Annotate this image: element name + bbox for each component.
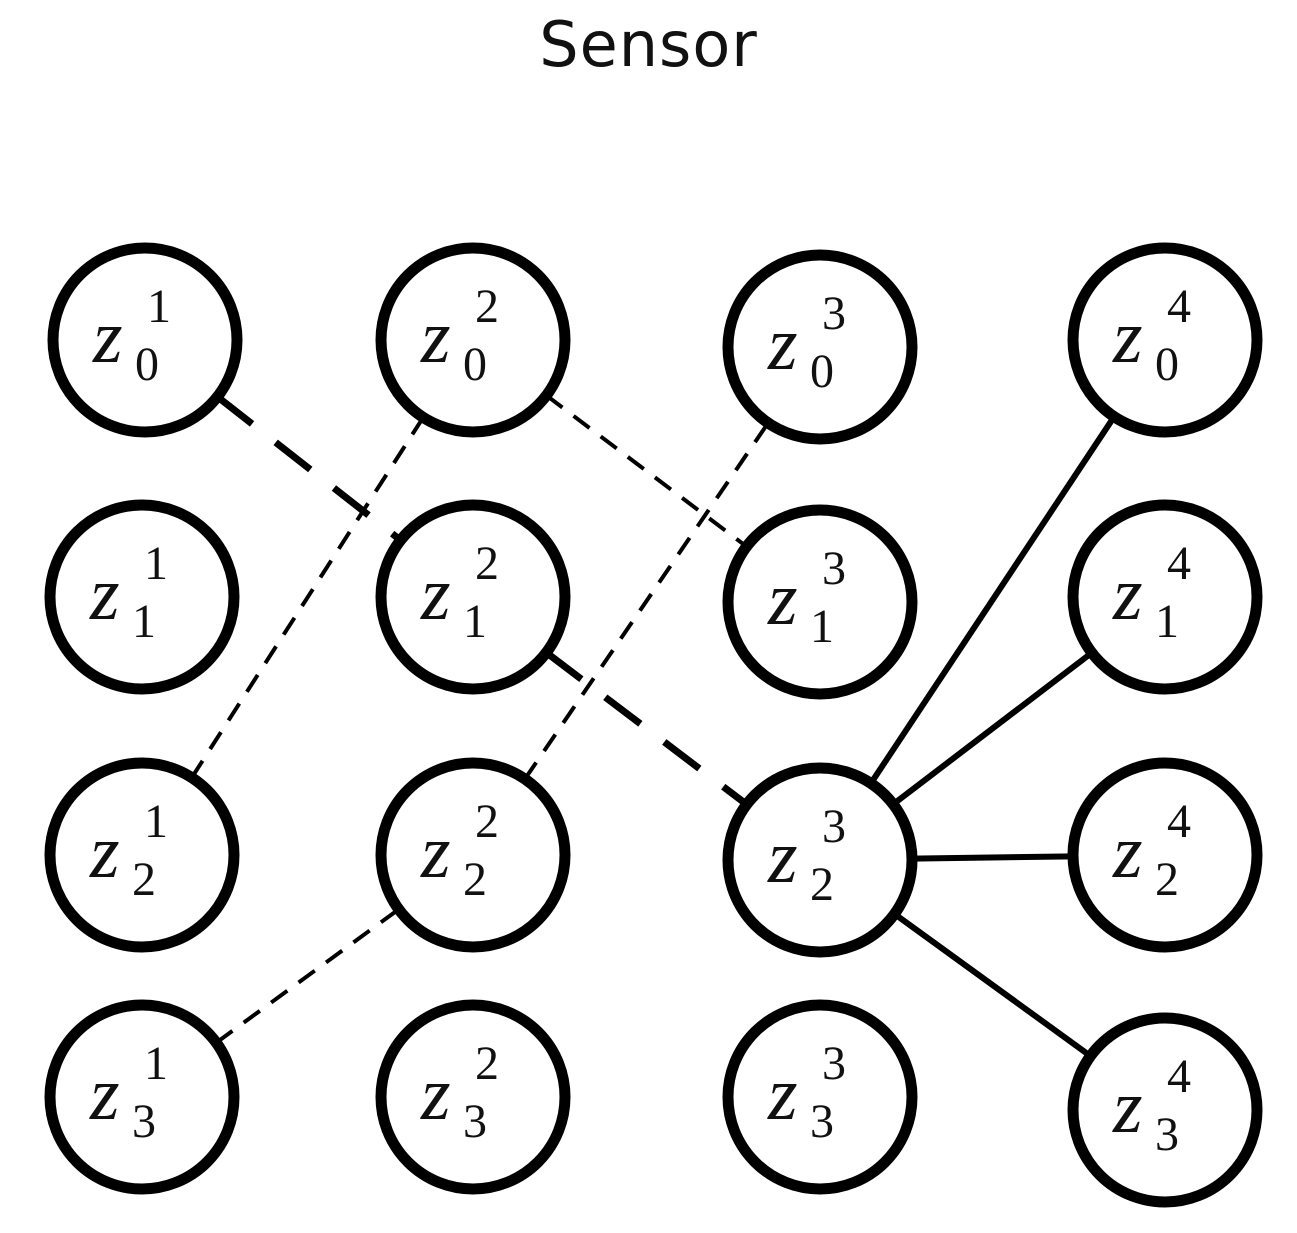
node-superscript: 2: [475, 1037, 499, 1090]
node-circle: [722, 762, 918, 958]
node-subscript: 1: [1155, 595, 1179, 648]
node-circle: [722, 504, 918, 700]
node-variable: z: [1112, 295, 1143, 379]
node-circle: [47, 242, 243, 438]
node-subscript: 2: [463, 853, 487, 906]
edges-layer: [190, 393, 1117, 1059]
node-variable: z: [767, 302, 798, 386]
node-superscript: 4: [1167, 795, 1191, 848]
node-circle: [1067, 242, 1263, 438]
node-subscript: 3: [463, 1095, 487, 1148]
node-superscript: 3: [822, 542, 846, 595]
edge-z2-1-to-z0-2: [190, 416, 425, 779]
node-variable: z: [420, 552, 451, 636]
node-circle: [44, 999, 240, 1195]
node-circle: [375, 499, 571, 695]
node-superscript: 3: [822, 800, 846, 853]
node-variable: z: [89, 810, 120, 894]
node-superscript: 1: [144, 795, 168, 848]
edge-z0-2-to-z1-3: [545, 393, 748, 549]
node-superscript: 4: [1167, 280, 1191, 333]
node-variable: z: [767, 815, 798, 899]
node-variable: z: [767, 557, 798, 641]
edge-z1-2-to-z2-3: [544, 649, 749, 808]
node-variable: z: [767, 1052, 798, 1136]
node-circle: [44, 757, 240, 953]
node-superscript: 3: [822, 287, 846, 340]
node-superscript: 1: [144, 537, 168, 590]
edge-z3-1-to-z2-2: [215, 907, 400, 1045]
node-variable: z: [89, 1052, 120, 1136]
node-subscript: 1: [463, 595, 487, 648]
node-superscript: 2: [475, 795, 499, 848]
node-subscript: 2: [1155, 853, 1179, 906]
node-superscript: 2: [475, 280, 499, 333]
edge-z2-3-to-z2-4: [911, 853, 1074, 862]
node-variable: z: [89, 552, 120, 636]
node-circle: [722, 249, 918, 445]
node-circle: [375, 999, 571, 1195]
node-circle: [1067, 757, 1263, 953]
edge-z2-3-to-z1-4: [891, 650, 1094, 807]
node-variable: z: [1112, 810, 1143, 894]
node-circle: [375, 242, 571, 438]
edge-z2-3-to-z3-4: [892, 911, 1093, 1059]
node-subscript: 2: [810, 858, 834, 911]
node-superscript: 4: [1167, 1050, 1191, 1103]
node-subscript: 1: [810, 600, 834, 653]
edge-z2-2-to-z0-3: [523, 421, 770, 781]
node-subscript: 0: [810, 345, 834, 398]
node-subscript: 0: [135, 338, 159, 391]
node-circle: [375, 757, 571, 953]
node-superscript: 2: [475, 537, 499, 590]
node-variable: z: [420, 295, 451, 379]
edge-z2-3-to-z0-4: [868, 415, 1117, 785]
node-circle: [1067, 1012, 1263, 1208]
node-superscript: 4: [1167, 537, 1191, 590]
node-subscript: 3: [1155, 1108, 1179, 1161]
diagram-title: Sensor: [539, 8, 758, 81]
node-subscript: 2: [132, 853, 156, 906]
node-subscript: 3: [132, 1095, 156, 1148]
node-variable: z: [1112, 1065, 1143, 1149]
node-superscript: 3: [822, 1037, 846, 1090]
node-subscript: 3: [810, 1095, 834, 1148]
node-circle: [44, 499, 240, 695]
node-circle: [1067, 499, 1263, 695]
node-subscript: 0: [1155, 338, 1179, 391]
node-subscript: 1: [132, 595, 156, 648]
node-superscript: 1: [147, 280, 171, 333]
node-variable: z: [1112, 552, 1143, 636]
edge-z0-1-to-z1-2: [215, 393, 403, 544]
node-variable: z: [420, 810, 451, 894]
node-variable: z: [92, 295, 123, 379]
node-subscript: 0: [463, 338, 487, 391]
node-superscript: 1: [144, 1037, 168, 1090]
node-variable: z: [420, 1052, 451, 1136]
node-circle: [722, 999, 918, 1195]
